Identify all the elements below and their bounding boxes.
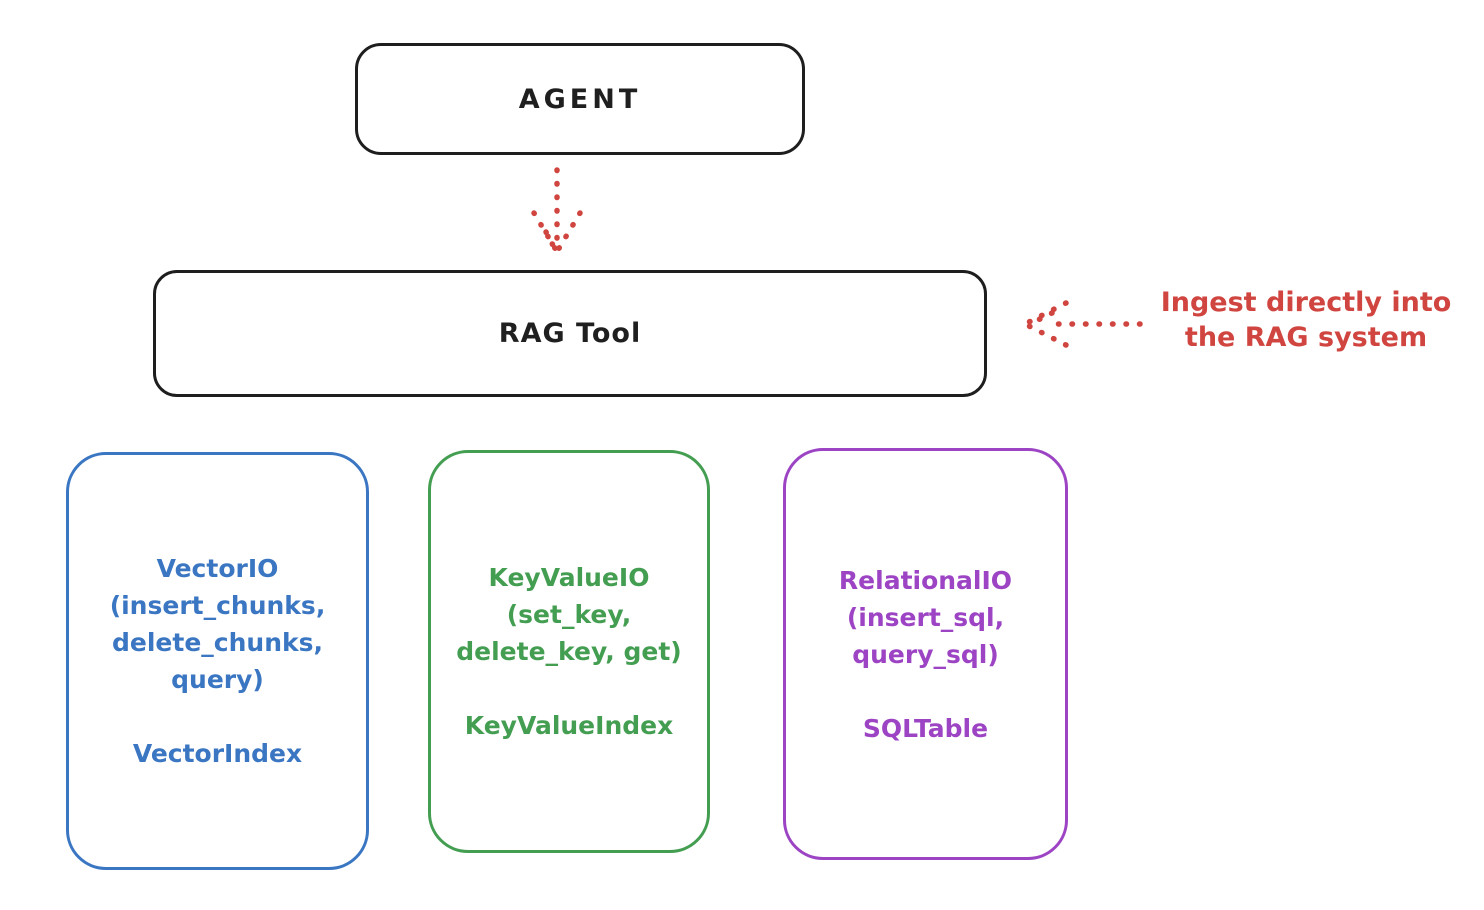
text-line: delete_chunks, [112, 628, 323, 657]
storage-box-relationalio: RelationalIO (insert_sql, query_sql) SQLTa… [783, 448, 1068, 860]
storage-box-relationalio-index-label: SQLTable [862, 713, 989, 743]
annotation-to-ragtool-arrow-icon [1024, 300, 1143, 348]
text-line: query) [171, 665, 264, 694]
agent-box-label: AGENT [518, 83, 642, 115]
agent-to-ragtool-arrow-icon [531, 167, 583, 256]
text-line: the RAG system [1184, 322, 1428, 353]
storage-box-keyvalueio-index-label: KeyValueIndex [464, 711, 674, 740]
storage-box-vectorio-index-label: VectorIndex [132, 739, 303, 768]
storage-box-keyvalueio-lines: KeyValueIO (set_key, delete_key, get) [456, 559, 681, 670]
text-line: (set_key, [506, 600, 632, 629]
text-line: Ingest directly into [1160, 287, 1452, 318]
agent-box: AGENT [355, 43, 805, 155]
text-line: (insert_sql, [846, 602, 1005, 632]
text-line: query_sql) [852, 639, 999, 669]
text-line: RelationalIO [838, 565, 1013, 595]
text-line: VectorIO [156, 554, 279, 583]
text-line: delete_key, get) [456, 637, 682, 666]
storage-box-vectorio-lines: VectorIO (insert_chunks, delete_chunks,que… [110, 550, 326, 698]
text-line: KeyValueIO [488, 563, 650, 592]
text-line: (insert_chunks, [109, 591, 326, 620]
storage-box-vectorio: VectorIO (insert_chunks, delete_chunks,que… [66, 452, 369, 870]
rag-tool-box-label: RAG Tool [498, 318, 642, 349]
storage-box-relationalio-lines: RelationalIO (insert_sql, query_sql) [839, 562, 1012, 673]
storage-box-keyvalueio: KeyValueIO (set_key, delete_key, get) KeyV… [428, 450, 710, 853]
annotation-text: Ingest directly into the RAG system [1138, 285, 1474, 355]
rag-tool-box: RAG Tool [153, 270, 987, 397]
